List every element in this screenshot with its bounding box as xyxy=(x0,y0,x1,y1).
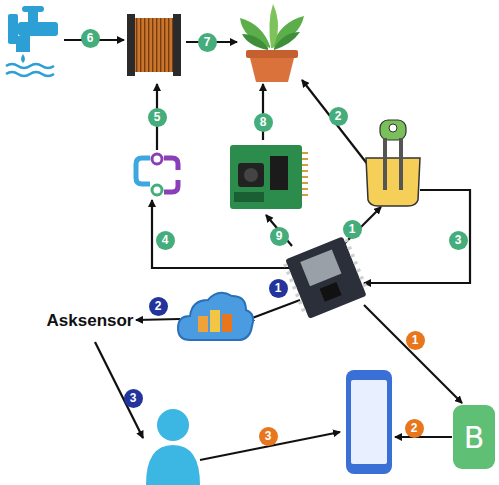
callout-number: 4 xyxy=(156,231,175,250)
callout-number: 2 xyxy=(149,297,168,316)
phone-icon xyxy=(346,370,392,474)
relay-module xyxy=(230,145,308,209)
callout-number: 1 xyxy=(269,279,288,298)
callout-number: 2 xyxy=(329,107,348,126)
callout-number: 5 xyxy=(148,108,167,127)
callout-number: 6 xyxy=(81,29,100,48)
callout-number: 3 xyxy=(449,231,468,250)
soil-sensor xyxy=(366,120,420,206)
callout-number: 2 xyxy=(405,419,424,438)
faucet-icon xyxy=(6,6,58,76)
callout-number: 1 xyxy=(406,331,425,350)
cloud-icon xyxy=(178,293,253,340)
service-label: Asksensor xyxy=(45,311,136,331)
link-icon xyxy=(136,154,178,195)
callout-number: 3 xyxy=(259,427,278,446)
callout-number: 8 xyxy=(254,113,273,132)
arrows xyxy=(64,40,470,460)
esp-board xyxy=(281,235,370,321)
user-icon xyxy=(146,409,200,485)
callout-number: 3 xyxy=(124,389,143,408)
blynk-app-icon: B xyxy=(453,405,495,469)
callout-number: 7 xyxy=(198,33,217,52)
solenoid-valve xyxy=(127,14,181,76)
node-text: B xyxy=(464,420,485,455)
callout-number: 1 xyxy=(343,220,362,239)
callout-number: 9 xyxy=(270,227,289,246)
plant-icon xyxy=(240,4,304,82)
